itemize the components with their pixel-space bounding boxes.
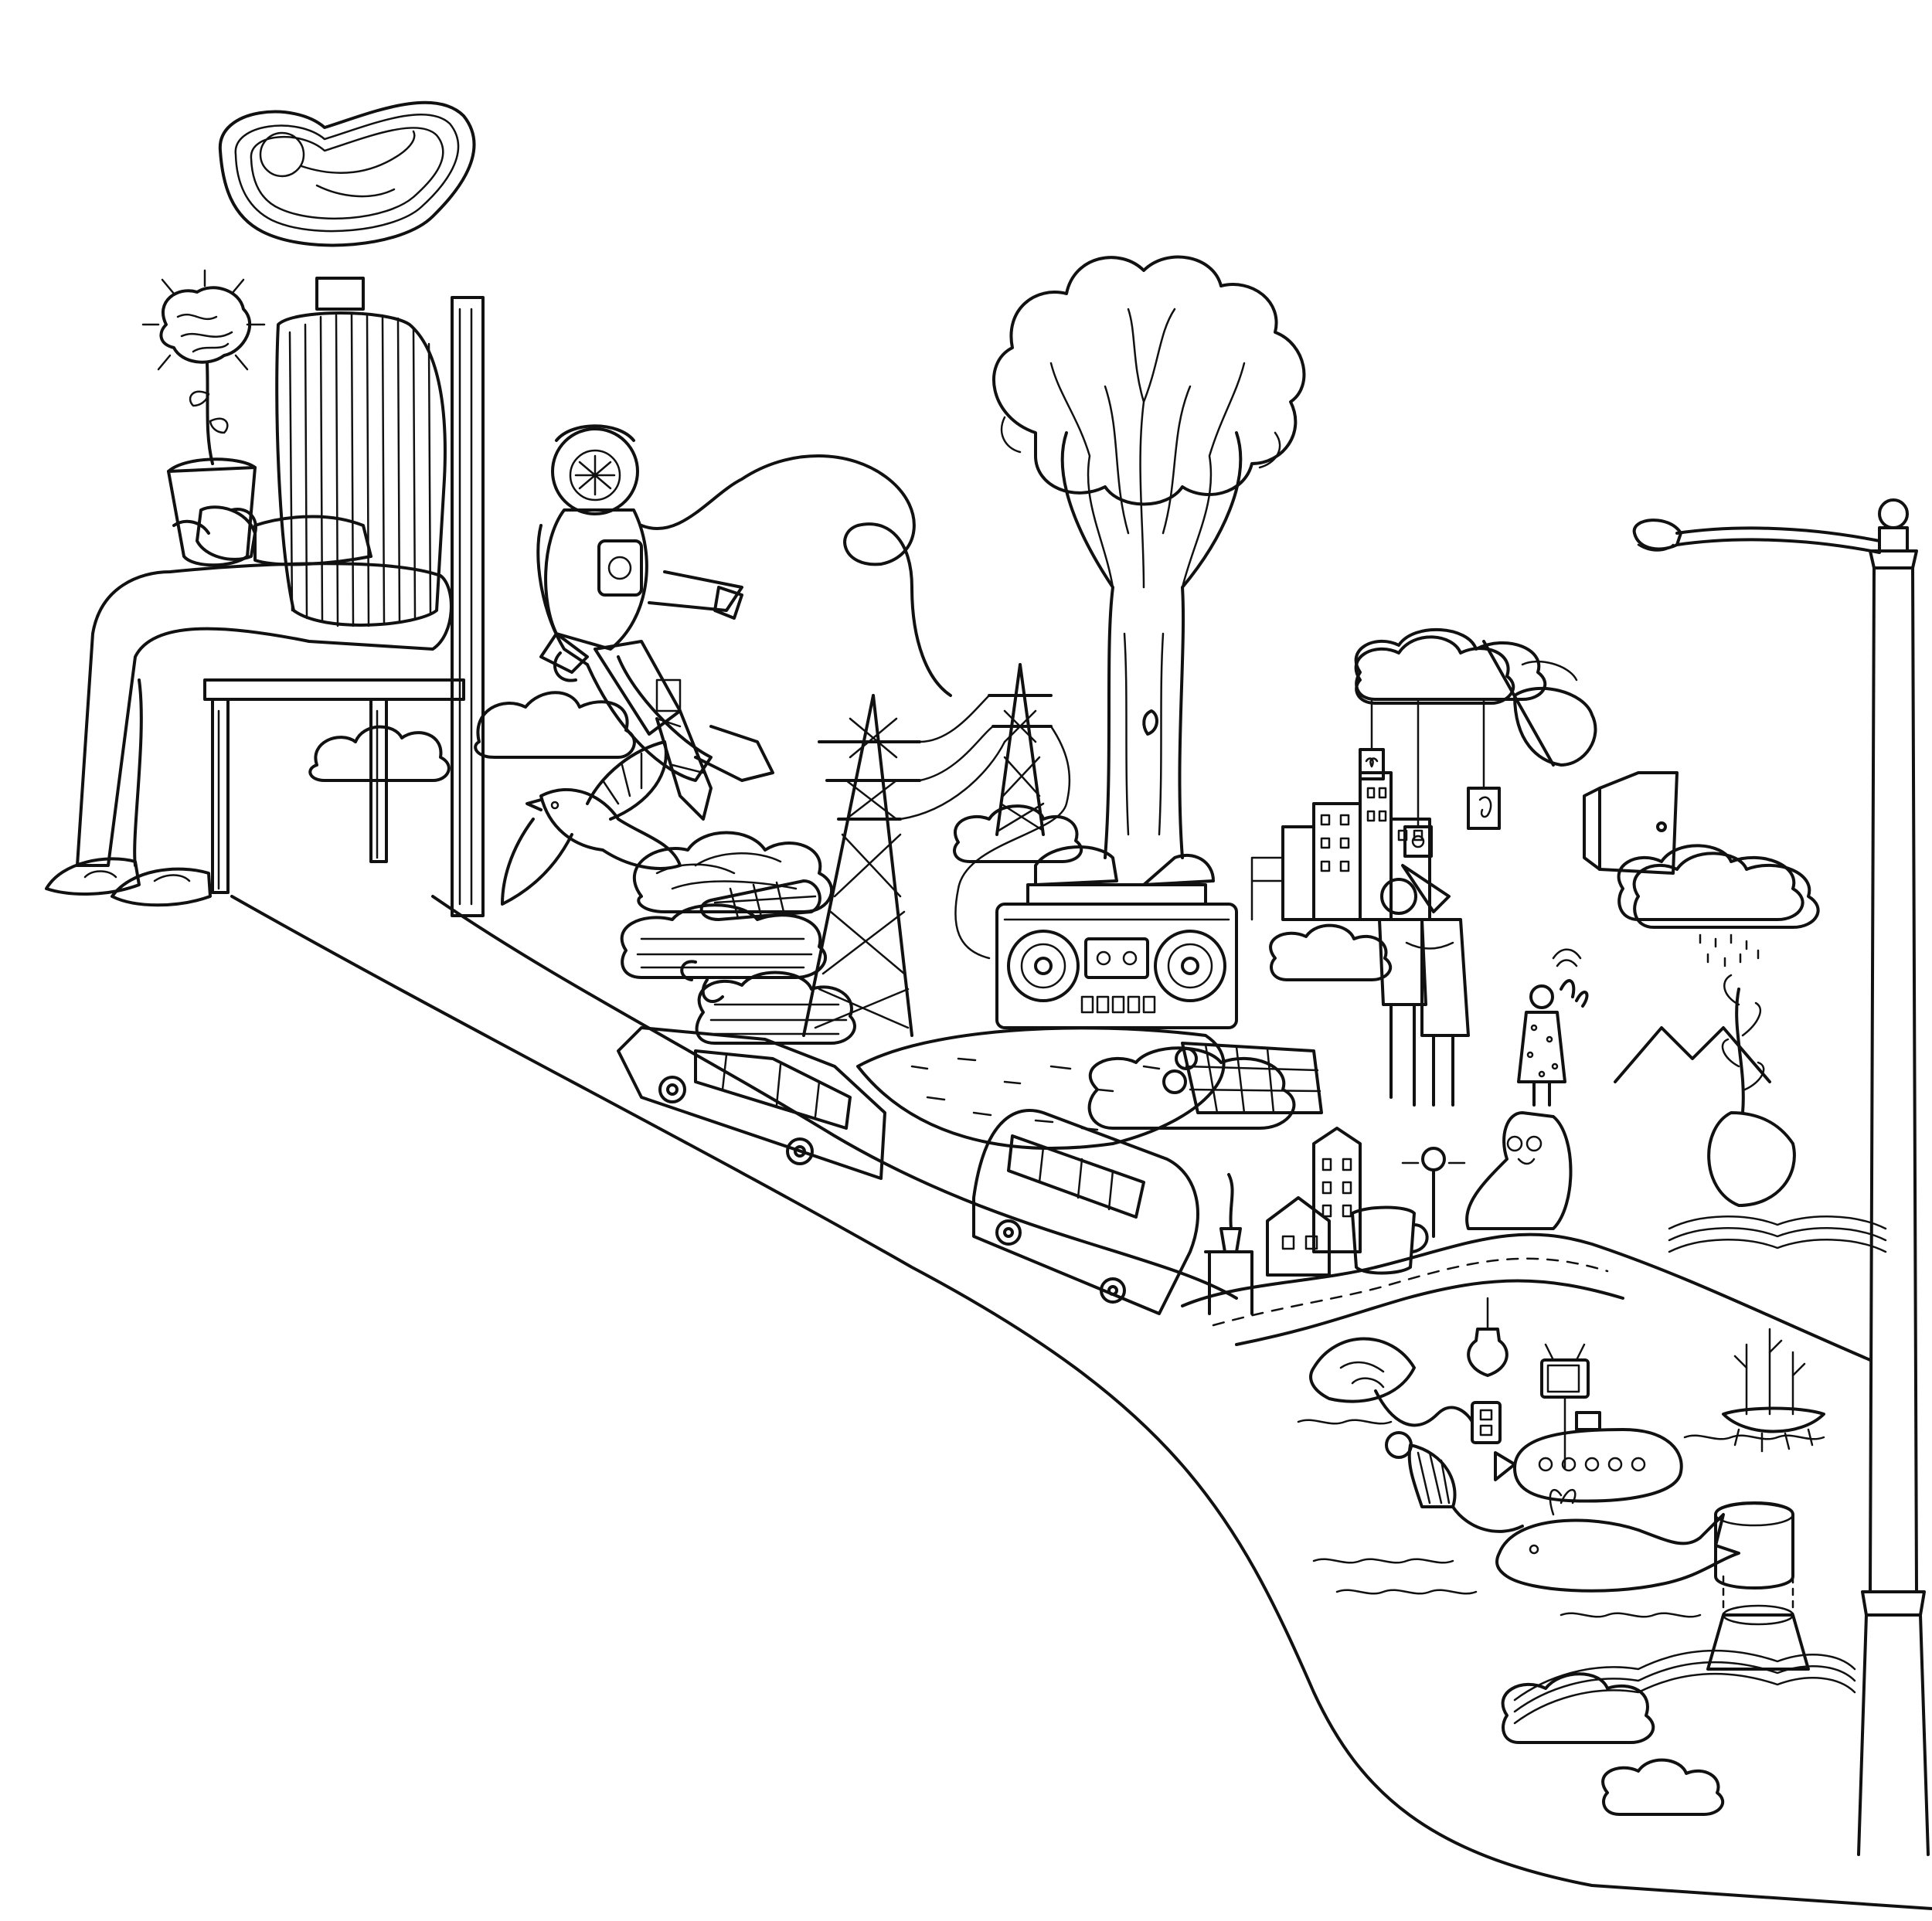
bird <box>501 740 682 906</box>
street-lamp <box>1632 498 1930 1856</box>
diver-air-hose <box>640 454 952 697</box>
coffee-mug <box>1351 1205 1429 1275</box>
station-wagon <box>617 1026 886 1180</box>
grassy-hill <box>856 1026 1226 1150</box>
hanging-root-heart <box>1309 1337 1474 1427</box>
door-in-sky <box>1583 771 1679 875</box>
power-towers <box>802 663 1083 1037</box>
camper-van <box>972 1109 1199 1315</box>
television <box>1540 1343 1590 1470</box>
bald-head-figure <box>1465 1111 1573 1230</box>
clouds <box>308 635 1804 1816</box>
boombox <box>995 883 1238 1029</box>
whale <box>1495 1488 1740 1593</box>
painting-hand <box>1482 640 1597 767</box>
hills <box>1513 1216 1887 1725</box>
sapling-hand <box>1707 974 1796 1207</box>
hanging-picture-frames <box>1354 628 1547 858</box>
deep-sea-diver <box>536 424 774 821</box>
wall-outlet <box>1471 1401 1502 1444</box>
main-slope <box>230 895 1932 1910</box>
floating-fetus <box>218 100 476 247</box>
floating-island-trees <box>1722 1328 1825 1453</box>
city-skyline <box>1250 771 1431 921</box>
hill-texture <box>910 1057 1161 1131</box>
girl-with-plant <box>1517 948 1589 1107</box>
sleeping-couple <box>1087 1042 1323 1130</box>
rain-cloud <box>1632 852 1820 967</box>
light-bulb <box>1467 1297 1509 1377</box>
submarine <box>1494 1411 1683 1503</box>
swimming-woman <box>1385 1431 1524 1533</box>
road-sign <box>1401 1147 1466 1238</box>
giant-tree <box>992 255 1306 886</box>
distant-mountains <box>1614 1026 1771 1083</box>
tree-stump <box>1706 1501 1810 1671</box>
houses <box>1204 1127 1362 1315</box>
potted-brain-plant <box>141 269 266 567</box>
storm-cloud-cluster <box>620 831 856 1045</box>
embracing-couple <box>1378 864 1470 1107</box>
winding-road <box>1181 1232 1872 1362</box>
water-lines <box>1297 1419 1825 1618</box>
headless-seated-man <box>45 277 453 907</box>
